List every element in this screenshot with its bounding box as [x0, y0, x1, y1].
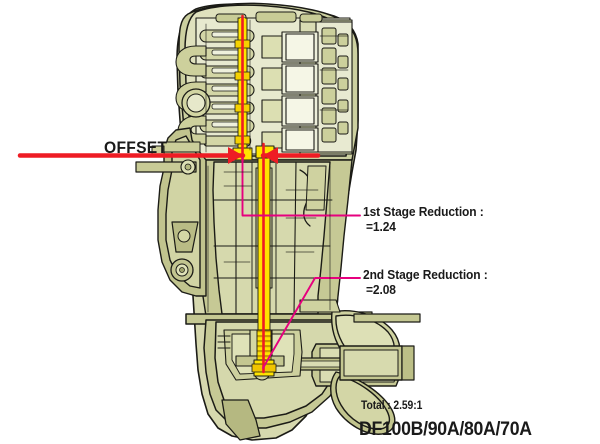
swivel-bracket: [135, 127, 207, 297]
model-designation-label: DF100B/90A/80A/70A: [359, 419, 532, 440]
valvetrain-highlights: [211, 31, 243, 128]
propeller: [299, 299, 421, 435]
first-stage-reduction-value: =1.24: [366, 220, 396, 234]
midsection-housing: [189, 159, 353, 317]
accessory-stack: [321, 27, 349, 143]
engine-internal-assembly: [175, 11, 353, 155]
offset-arrow-right: [263, 147, 278, 164]
leader-1st-stage: [241, 157, 361, 217]
offset-dimension-indicator: [17, 147, 321, 164]
offset-arrow-left: [228, 147, 243, 164]
leader-lines: [241, 157, 361, 369]
cylinder-block: [261, 31, 319, 153]
total-ratio-label: Total : 2.59:1: [361, 400, 423, 412]
first-stage-reduction-label: 1st Stage Reduction :: [363, 205, 484, 219]
second-stage-reduction-value: =2.08: [366, 283, 396, 297]
fine-detail-lines: [205, 19, 349, 313]
second-stage-reduction-label: 2nd Stage Reduction :: [363, 268, 488, 282]
offset-label: OFFSET: [104, 138, 168, 157]
centerlines-red: [241, 14, 265, 374]
leader-2nd-stage: [262, 277, 361, 369]
flywheel: [181, 88, 211, 118]
